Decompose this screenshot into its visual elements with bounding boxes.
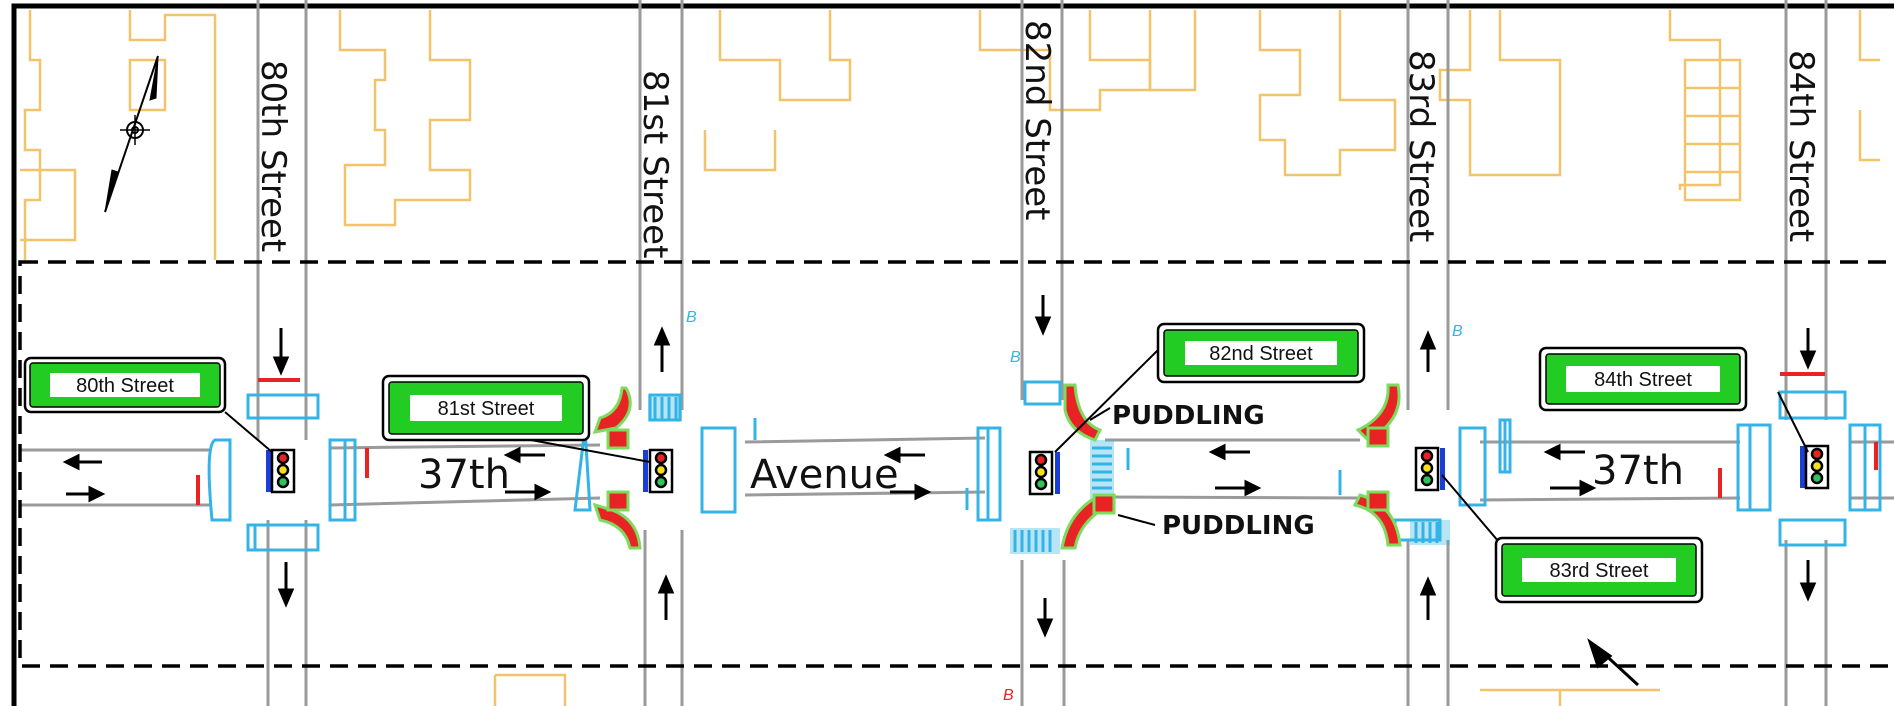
puddling-note-top: PUDDLING bbox=[1112, 401, 1265, 431]
avenue-label-left: 37th bbox=[418, 452, 510, 498]
street-sign-84th: 84th Street bbox=[1538, 346, 1748, 412]
street-sign-80th: 80th Street bbox=[23, 356, 227, 414]
map-border bbox=[11, 3, 1894, 706]
b-marker: B bbox=[1003, 687, 1014, 704]
street-label-80th: 80th Street bbox=[253, 60, 293, 252]
stop-bars bbox=[196, 372, 1878, 505]
building-hatch bbox=[1683, 58, 1742, 202]
project-boundary bbox=[18, 260, 1894, 668]
traffic-signal-icons bbox=[270, 444, 1830, 496]
street-label-82nd: 82nd Street bbox=[1017, 20, 1057, 221]
b-marker: B bbox=[686, 309, 697, 326]
direction-arrows bbox=[62, 295, 1817, 687]
sign-label: 84th Street bbox=[1594, 369, 1692, 391]
crosswalks bbox=[207, 380, 1882, 552]
sign-label: 81st Street bbox=[438, 398, 535, 420]
building-footprints bbox=[20, 10, 1880, 706]
sign-label: 82nd Street bbox=[1209, 343, 1313, 365]
signal-bars bbox=[266, 446, 1805, 494]
lane-ticks bbox=[753, 418, 1342, 510]
street-sign-81st: 81st Street bbox=[381, 374, 591, 442]
curb-ramps bbox=[592, 383, 1402, 550]
sign-label: 80th Street bbox=[76, 375, 174, 397]
street-label-83rd: 83rd Street bbox=[1401, 50, 1441, 242]
sign-label: 83rd Street bbox=[1550, 560, 1649, 582]
road-edges bbox=[20, 0, 1894, 706]
north-arrow-icon bbox=[104, 55, 159, 213]
street-label-84th: 84th Street bbox=[1781, 50, 1821, 242]
street-sign-83rd: 83rd Street bbox=[1494, 536, 1704, 604]
b-marker: B bbox=[1452, 323, 1463, 340]
avenue-label-middle: Avenue bbox=[750, 452, 899, 498]
crosswalk-stripes bbox=[653, 397, 1439, 552]
puddling-note-bottom: PUDDLING bbox=[1162, 511, 1315, 541]
b-marker: B bbox=[1010, 349, 1021, 366]
avenue-label-right: 37th bbox=[1592, 448, 1684, 494]
street-sign-82nd: 82nd Street bbox=[1156, 322, 1366, 384]
street-label-81st: 81st Street bbox=[635, 70, 675, 258]
